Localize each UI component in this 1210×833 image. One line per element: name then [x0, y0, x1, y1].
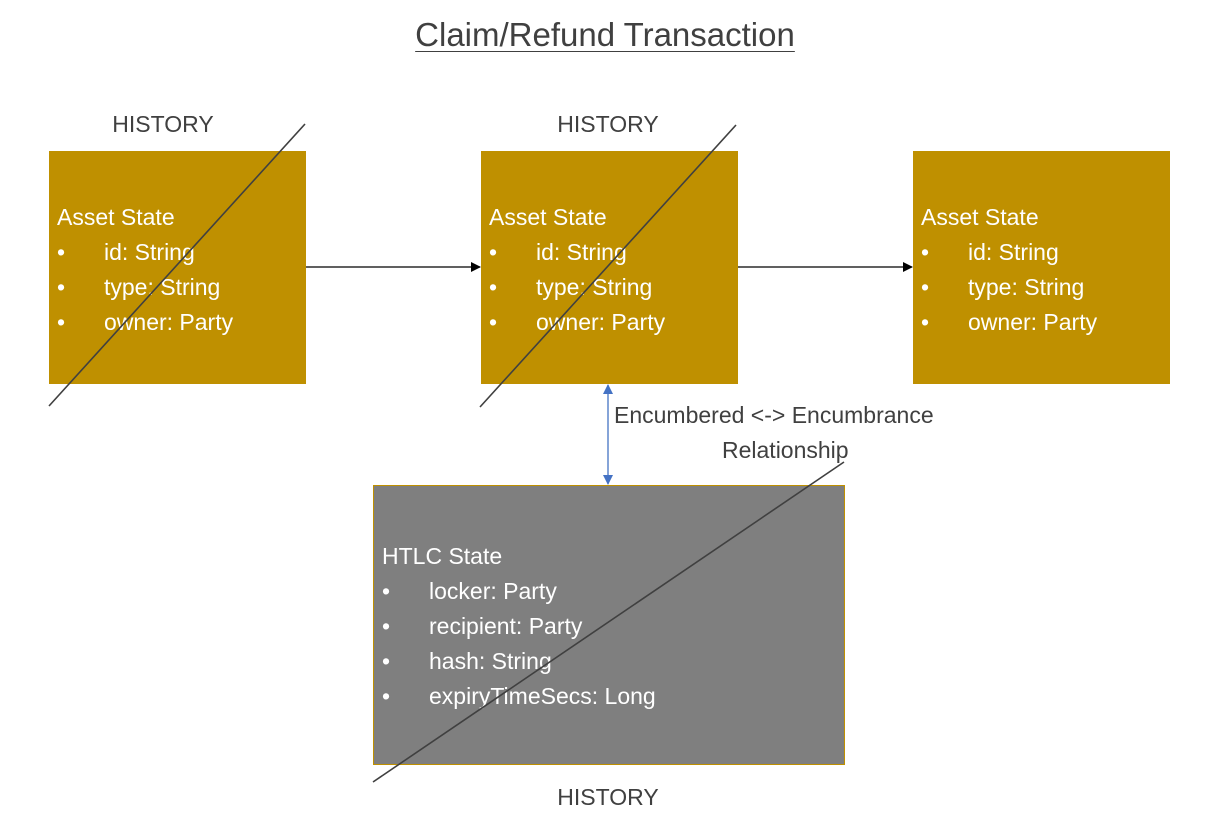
asset-state-box-2: Asset State • id: String • type: String • o… [481, 151, 738, 384]
field-text: owner: Party [536, 309, 666, 335]
asset-field-owner: • owner: Party [57, 305, 306, 340]
asset-field-type: • type: String [57, 270, 306, 305]
htlc-state-title: HTLC State [382, 543, 503, 569]
history-label-htlc: HISTORY [557, 784, 659, 810]
asset-field-id: • id: String [489, 235, 738, 270]
htlc-field-hash: • hash: String [382, 644, 844, 679]
asset-field-type: • type: String [489, 270, 738, 305]
asset-state-box-3: Asset State • id: String • type: String • o… [913, 151, 1170, 384]
bullet-icon: • [57, 239, 66, 265]
asset-field-id: • id: String [57, 235, 306, 270]
history-label-asset-1: HISTORY [112, 111, 214, 137]
bullet-icon: • [921, 239, 930, 265]
bullet-icon: • [57, 274, 66, 300]
asset-state-box-1: Asset State • id: String • type: String • o… [49, 151, 306, 384]
asset-state-title: Asset State [489, 204, 607, 230]
asset-field-owner: • owner: Party [489, 305, 738, 340]
bullet-icon: • [382, 648, 391, 674]
bullet-icon: • [489, 239, 498, 265]
field-text: id: String [536, 239, 627, 265]
diagram-title: Claim/Refund Transaction [415, 16, 795, 53]
bullet-icon: • [57, 309, 66, 335]
bullet-icon: • [382, 578, 391, 604]
field-text: locker: Party [429, 578, 557, 604]
bullet-icon: • [489, 309, 498, 335]
asset-state-title: Asset State [921, 204, 1039, 230]
asset-field-type: • type: String [921, 270, 1170, 305]
asset-field-id: • id: String [921, 235, 1170, 270]
htlc-state-box: HTLC State • locker: Party • recipient: Pa… [373, 485, 845, 765]
bullet-icon: • [489, 274, 498, 300]
history-label-asset-2: HISTORY [557, 111, 659, 137]
field-text: type: String [104, 274, 221, 300]
field-text: recipient: Party [429, 613, 583, 639]
asset-field-owner: • owner: Party [921, 305, 1170, 340]
relationship-label-line-2: Relationship [722, 437, 849, 463]
htlc-field-recipient: • recipient: Party [382, 609, 844, 644]
relationship-label-line-1: Encumbered <-> Encumbrance [614, 402, 934, 428]
htlc-field-expiry: • expiryTimeSecs: Long [382, 679, 844, 714]
bullet-icon: • [382, 613, 391, 639]
bullet-icon: • [921, 274, 930, 300]
field-text: owner: Party [104, 309, 234, 335]
htlc-field-locker: • locker: Party [382, 574, 844, 609]
field-text: type: String [968, 274, 1085, 300]
bullet-icon: • [382, 683, 391, 709]
field-text: id: String [968, 239, 1059, 265]
bullet-icon: • [921, 309, 930, 335]
field-text: expiryTimeSecs: Long [429, 683, 656, 709]
asset-state-title: Asset State [57, 204, 175, 230]
field-text: hash: String [429, 648, 552, 674]
field-text: type: String [536, 274, 653, 300]
field-text: owner: Party [968, 309, 1098, 335]
field-text: id: String [104, 239, 195, 265]
